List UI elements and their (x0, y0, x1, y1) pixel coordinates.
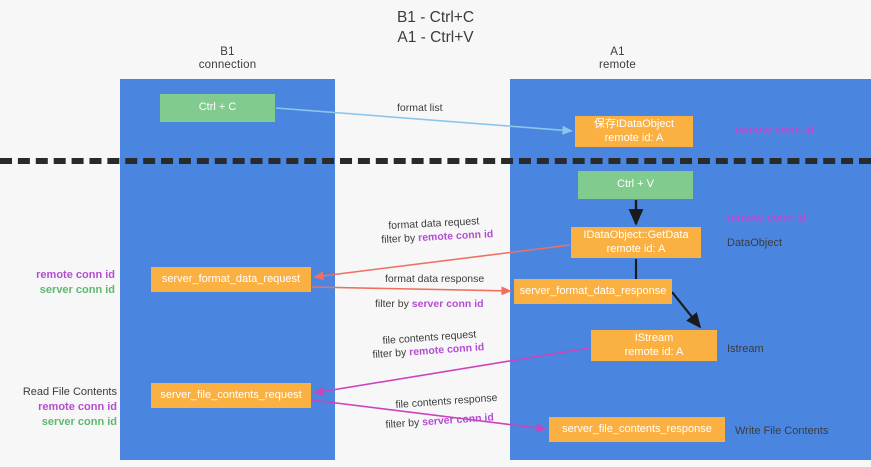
filter-prefix: filter by (372, 346, 410, 361)
note-write-file-contents: Write File Contents (735, 425, 829, 437)
lane-a1-subtitle: remote (599, 59, 636, 71)
box-istream-line2: remote id: A (624, 345, 684, 358)
box-istream[interactable]: IStream remote id: A (591, 330, 717, 361)
box-server-format-data-response[interactable]: server_format_data_response (514, 279, 672, 304)
section-divider (0, 158, 871, 164)
left-note-2-heading: Read File Contents (22, 386, 117, 398)
box-ctrl-v[interactable]: Ctrl + V (578, 171, 693, 199)
box-istream-line1: IStream (634, 332, 674, 344)
filter-prefix: filter by (385, 416, 423, 431)
note-remote-conn-id-top: remote conn id (735, 124, 814, 136)
edge-label-format-list: format list (397, 101, 443, 115)
left-note-1-remote: remote conn id (36, 269, 115, 281)
box-ctrl-c[interactable]: Ctrl + C (160, 94, 275, 122)
lane-header-a1: A1 remote (540, 46, 695, 72)
box-idataobject-getdata-line2: remote id: A (606, 242, 666, 255)
box-save-idataobject[interactable]: 保存IDataObject remote id: A (575, 116, 693, 147)
box-idataobject-getdata-line1: IDataObject::GetData (583, 229, 689, 241)
box-server-file-contents-request-label: server_file_contents_request (160, 388, 302, 401)
filter-key-remote-conn-id: remote conn id (408, 341, 485, 359)
lane-header-b1: B1 connection (150, 46, 305, 72)
box-ctrl-c-label: Ctrl + C (198, 101, 237, 114)
title-line-2: A1 - Ctrl+V (397, 29, 474, 46)
note-istream: Istream (727, 343, 764, 355)
edge-label-format-data-response: format data response (385, 272, 484, 286)
box-save-idataobject-line1: 保存IDataObject (593, 118, 675, 130)
filter-key-remote-conn-id: remote conn id (417, 228, 494, 245)
lane-a1-name: A1 (610, 46, 625, 58)
left-note-2-remote: remote conn id (38, 401, 117, 413)
box-server-format-data-request[interactable]: server_format_data_request (151, 267, 311, 292)
box-ctrl-v-label: Ctrl + V (617, 178, 654, 191)
edge-label-file-contents-response-filter: filter by server conn id (385, 410, 494, 432)
lane-b1-subtitle: connection (198, 59, 257, 71)
edge-label-format-data-response-filter: filter by server conn id (375, 297, 484, 311)
note-dataobject: DataObject (727, 237, 783, 249)
note-remote-conn-id-mid: remote conn id (727, 212, 806, 224)
box-server-file-contents-request[interactable]: server_file_contents_request (151, 383, 311, 408)
left-note-2-server: server conn id (41, 416, 117, 428)
left-note-1-server: server conn id (39, 284, 115, 296)
filter-key-server-conn-id: server conn id (411, 298, 484, 310)
box-server-file-contents-response[interactable]: server_file_contents_response (549, 417, 725, 442)
filter-prefix: filter by (375, 298, 412, 310)
edge-label-format-list-text: format list (397, 102, 443, 114)
box-server-format-data-response-label: server_format_data_response (519, 284, 667, 297)
box-idataobject-getdata[interactable]: IDataObject::GetData remote id: A (571, 227, 701, 258)
filter-prefix: filter by (381, 232, 419, 246)
left-note-group-2: Read File Contents remote conn id server… (15, 385, 117, 430)
title-line-1: B1 - Ctrl+C (396, 9, 475, 26)
filter-key-server-conn-id: server conn id (421, 411, 495, 429)
edge-label-file-contents-response-text: file contents response (395, 391, 498, 411)
box-server-file-contents-response-label: server_file_contents_response (562, 422, 712, 435)
edge-label-format-data-response-text: format data response (385, 273, 485, 285)
edge-label-file-contents-response: file contents response (395, 391, 498, 412)
box-server-format-data-request-label: server_format_data_request (161, 272, 301, 285)
lane-b1-name: B1 (220, 46, 235, 58)
left-note-group-1: remote conn id server conn id (20, 268, 115, 298)
box-save-idataobject-line2: remote id: A (604, 131, 664, 144)
page-title: B1 - Ctrl+C A1 - Ctrl+V (0, 8, 871, 48)
